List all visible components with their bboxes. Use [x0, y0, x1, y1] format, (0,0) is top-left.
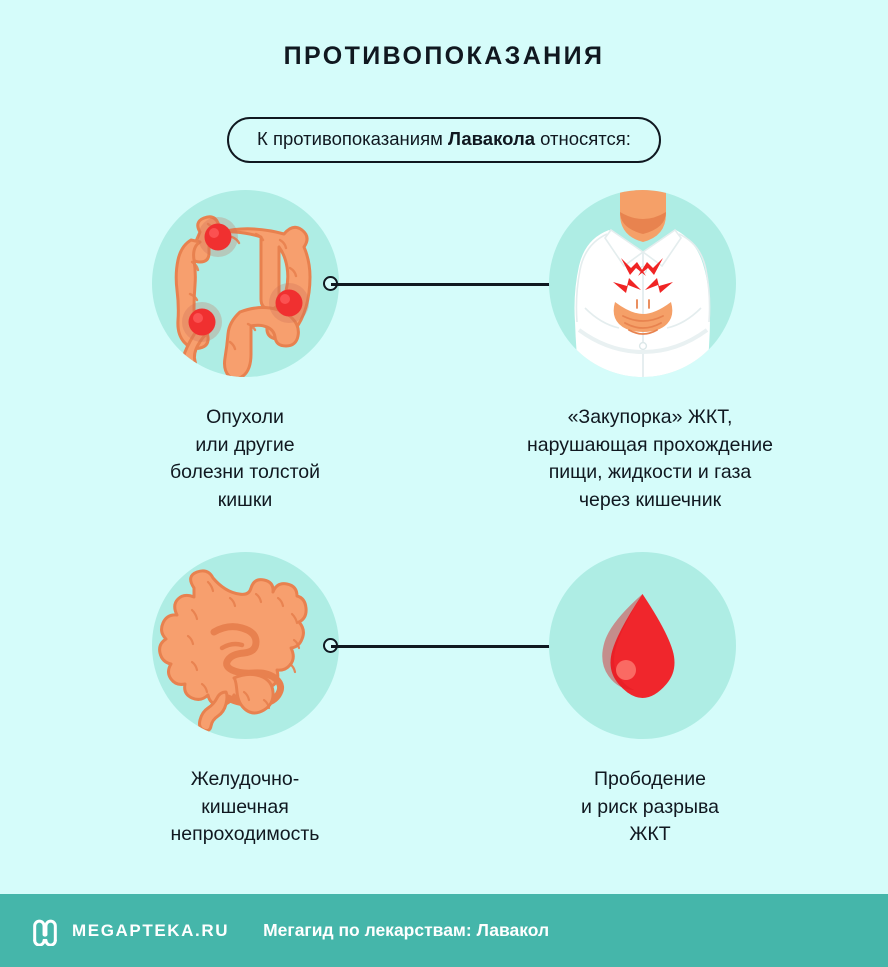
- footer-bar: MEGAPTEKA.RU Мегагид по лекарствам: Лава…: [0, 894, 888, 967]
- intestines-icon: [158, 569, 308, 732]
- subtitle-pill-wrap: К противопоказаниям Лавакола относятся:: [0, 117, 888, 164]
- megapteka-m-logo-icon: [33, 919, 57, 946]
- footer-caption: Мегагид по лекарствам: Лавакол: [263, 920, 550, 940]
- connector-stroke: [331, 645, 557, 648]
- item-icon-circle-colon: [152, 190, 339, 377]
- page-title: ПРОТИВОПОКАЗАНИЯ: [283, 42, 605, 70]
- subtitle-pill: К противопоказаниям Лавакола относятся:: [227, 117, 661, 164]
- tumor-spot-group: [182, 217, 309, 342]
- pill-suffix-text: относятся:: [535, 128, 631, 149]
- colon-with-tumors-icon: [174, 215, 312, 377]
- pill-prefix-text: К противопоказаниям: [257, 128, 448, 149]
- item-caption-perforation: Прободение и риск разрыва ЖКТ: [580, 768, 719, 846]
- connector-line-row2: [323, 638, 565, 654]
- items-row: [0, 190, 888, 377]
- item-icon-circle-intestines: [152, 552, 339, 739]
- pill-drug-name: Лавакола: [447, 128, 535, 149]
- items-row: [0, 552, 888, 739]
- item-icon-circle-person: [549, 190, 736, 377]
- pain-bolt-group: [613, 258, 673, 293]
- person-abdominal-pain-icon: [574, 190, 711, 377]
- item-caption-colon: Опухоли или другие болезни толстой кишки: [169, 406, 321, 512]
- item-caption-obstruction: «Закупорка» ЖКТ, нарушающая прохождение …: [527, 406, 773, 512]
- item-icon-circle-blood: [549, 552, 736, 739]
- connector-line-row1: [323, 276, 565, 292]
- items-grid: [0, 190, 888, 739]
- footer-brand: MEGAPTEKA.RU: [72, 920, 230, 940]
- blood-drop-icon: [602, 594, 675, 698]
- item-caption-ileus: Желудочно- кишечная непроходимость: [170, 768, 320, 846]
- connector-stroke: [331, 283, 557, 286]
